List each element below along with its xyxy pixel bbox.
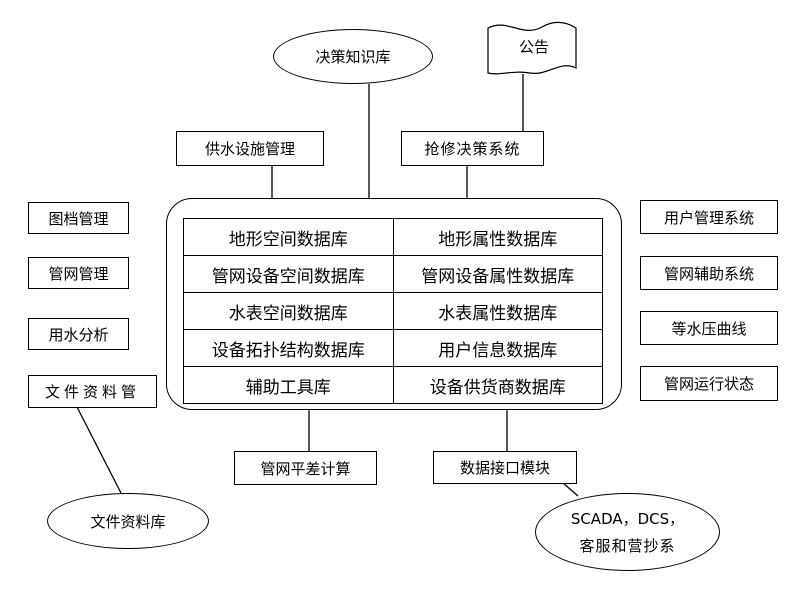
announcement-flag [487,21,577,75]
connector-external [562,482,579,497]
db-row: 水表空间数据库 水表属性数据库 [183,292,603,330]
isobar-curve-box: 等水压曲线 [640,311,778,345]
db-cell-supplier: 设备供货商数据库 [392,366,603,404]
db-row: 管网设备空间数据库 管网设备属性数据库 [183,255,603,293]
user-management-system-box: 用户管理系统 [640,200,778,234]
db-cell-topology: 设备拓扑结构数据库 [183,329,394,367]
db-cell-user-info: 用户信息数据库 [392,329,603,367]
announcement-label: 公告 [518,38,549,56]
pipe-running-status-box: 管网运行状态 [640,366,778,401]
external-systems-line1: SCADA，DCS， [570,510,685,528]
db-cell-terrain-spatial: 地形空间数据库 [183,218,394,256]
db-row: 设备拓扑结构数据库 用户信息数据库 [183,329,603,367]
decision-knowledge-base: 决策知识库 [273,29,433,84]
file-management-box: 文件资料管 [28,375,157,408]
external-systems-ellipse: SCADA，DCS， 客服和营抄系 [535,493,720,571]
db-cell-aux-tools: 辅助工具库 [183,366,394,404]
pipe-network-management-box: 管网管理 [28,257,129,289]
data-interface-module-box: 数据接口模块 [433,451,577,484]
file-database: 文件资料库 [47,493,209,549]
db-row: 辅助工具库 设备供货商数据库 [183,366,603,404]
central-database-table: 地形空间数据库 地形属性数据库 管网设备空间数据库 管网设备属性数据库 水表空间… [183,218,603,404]
water-usage-analysis-box: 用水分析 [28,318,129,350]
db-cell-pipe-equipment-attribute: 管网设备属性数据库 [392,255,603,293]
db-cell-terrain-attribute: 地形属性数据库 [392,218,603,256]
archive-management-box: 图档管理 [28,202,129,234]
db-cell-meter-attribute: 水表属性数据库 [392,292,603,330]
db-row: 地形空间数据库 地形属性数据库 [183,218,603,256]
external-systems-line2: 客服和营抄系 [579,537,676,555]
pipe-auxiliary-system-box: 管网辅助系统 [640,256,778,290]
connector-file-db [76,406,122,494]
water-facility-management-box: 供水设施管理 [176,131,324,166]
repair-decision-system-box: 抢修决策系统 [401,131,544,166]
db-cell-meter-spatial: 水表空间数据库 [183,292,394,330]
pipe-adjustment-calc-box: 管网平差计算 [234,451,377,485]
db-cell-pipe-equipment-spatial: 管网设备空间数据库 [183,255,394,293]
